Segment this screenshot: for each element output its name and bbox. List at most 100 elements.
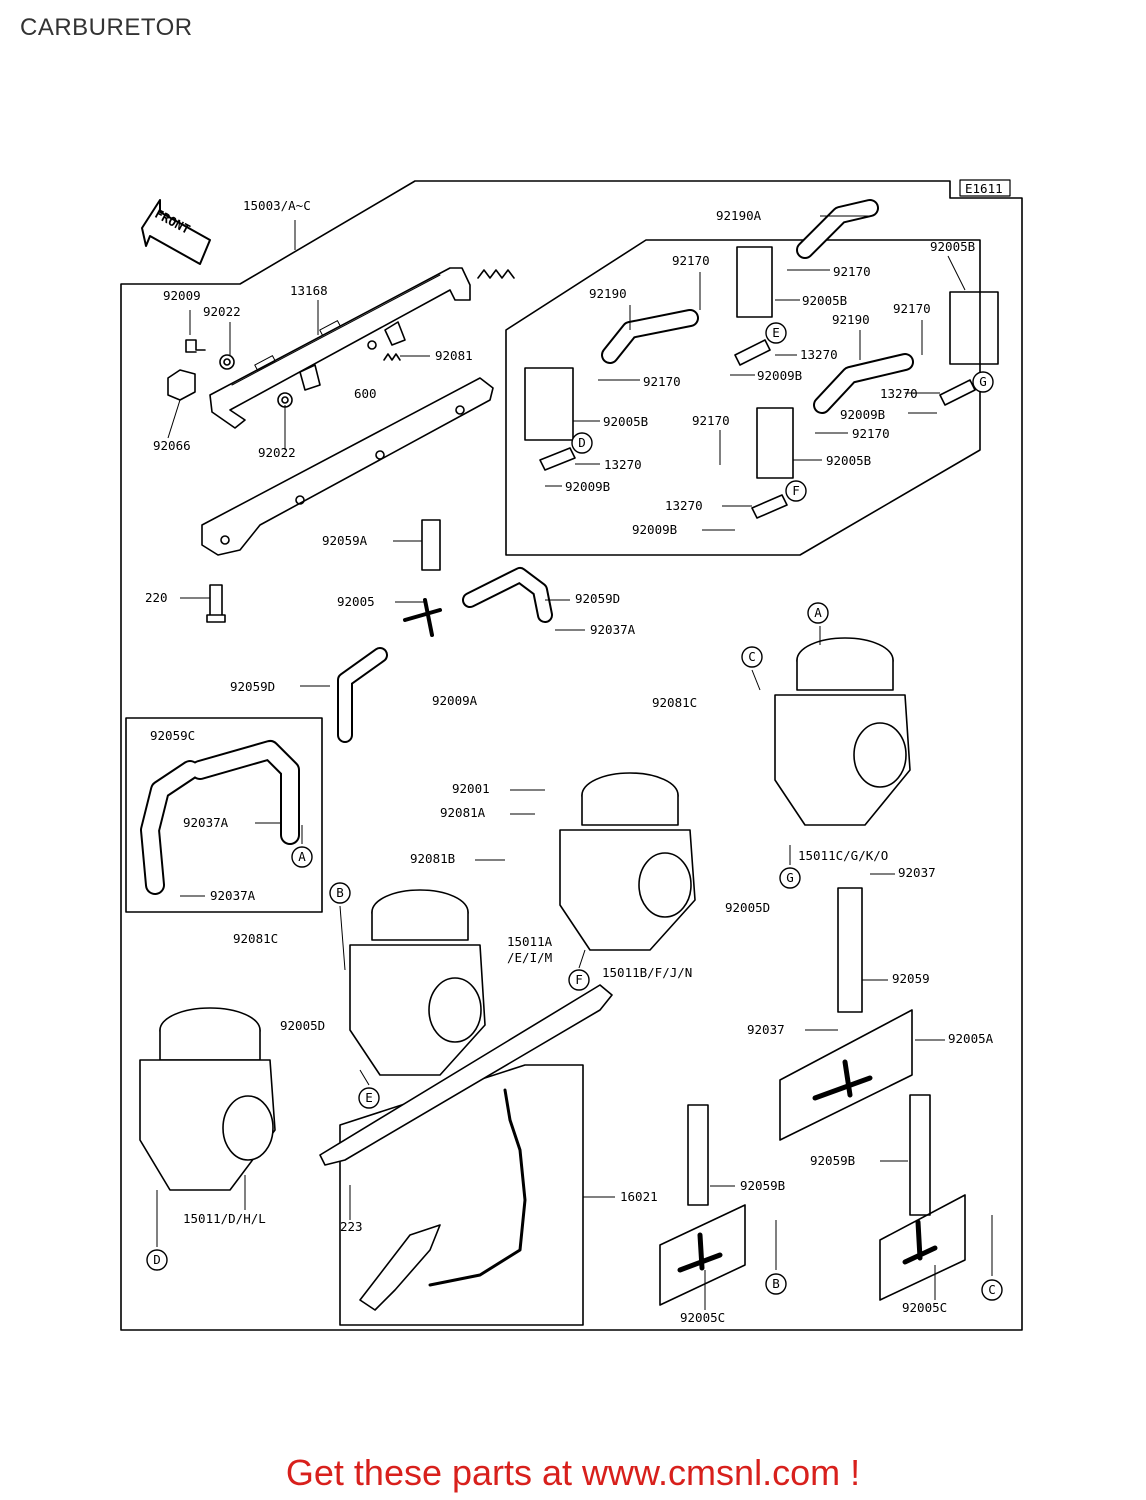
callout-label: 13270	[880, 386, 918, 401]
callout-label: 92009B	[632, 522, 677, 537]
callout-label: 92081C	[233, 931, 278, 946]
marker-letter: F	[792, 483, 800, 498]
t-piece-92005	[403, 598, 442, 637]
carb-15011c	[774, 637, 911, 826]
callout-label: 92081B	[410, 851, 455, 866]
callout-label: 92022	[258, 445, 296, 460]
marker-circle	[146, 1249, 168, 1271]
box-92005b-3	[949, 291, 999, 365]
hose-92059a	[421, 519, 441, 571]
callout-label: /E/I/M	[507, 950, 552, 965]
callout-label: 13270	[604, 457, 642, 472]
box-92005b-4	[756, 407, 794, 479]
callout-label: 92059D	[575, 591, 620, 606]
page-title: CARBURETOR	[20, 14, 193, 41]
callout-label: 92009B	[757, 368, 802, 383]
pipe-92059b-right	[909, 1094, 931, 1216]
marker-letter: G	[786, 870, 794, 885]
callout-label: 92081	[435, 348, 473, 363]
callout-label: 92005	[337, 594, 375, 609]
t-piece-92005c-right	[902, 1219, 938, 1265]
reference-marker: G	[779, 867, 801, 889]
reference-marker: A	[291, 846, 313, 868]
marker-letter: D	[153, 1252, 161, 1267]
vent-subpanel	[505, 239, 981, 556]
ball-600	[367, 340, 377, 350]
marker-letter: A	[814, 605, 822, 620]
callout-label: 92081A	[440, 805, 486, 820]
callout-label: 92005B	[802, 293, 847, 308]
marker-circle	[571, 432, 593, 454]
spring-top	[477, 269, 515, 279]
callout-label: 92190	[832, 312, 870, 327]
callout-label: 92059B	[740, 1178, 785, 1193]
callout-label: 92059B	[810, 1153, 855, 1168]
callout-label: 15011A	[507, 934, 553, 949]
cable-bracket	[359, 1224, 441, 1311]
callout-label: 92037	[747, 1022, 785, 1037]
marker-letter: B	[772, 1276, 780, 1291]
callout-label: 92037	[898, 865, 936, 880]
callout-label: 223	[340, 1219, 363, 1234]
plate-13270-4	[751, 494, 788, 519]
marker-circle	[779, 867, 801, 889]
lower-rail	[201, 377, 494, 556]
callout-label: 92005A	[948, 1031, 994, 1046]
callout-label: 92170	[852, 426, 890, 441]
callout-label: 92005C	[902, 1300, 947, 1315]
marker-letter: C	[748, 649, 756, 664]
box-92005c-left	[659, 1204, 746, 1306]
callout-label: 92190A	[716, 208, 762, 223]
callout-label: 15011C/G/K/O	[798, 848, 888, 863]
reference-marker: B	[765, 1273, 787, 1295]
callout-label: 92170	[643, 374, 681, 389]
reference-marker: F	[568, 969, 590, 991]
hose-92059	[837, 887, 863, 1013]
callout-label: 92059	[892, 971, 930, 986]
marker-circle	[765, 1273, 787, 1295]
box-92005b-2	[736, 246, 773, 318]
callout-label: 15011B/F/J/N	[602, 965, 692, 980]
marker-circle	[568, 969, 590, 991]
marker-circle	[291, 846, 313, 868]
callout-label: 92009	[163, 288, 201, 303]
box-92005a	[779, 1009, 913, 1141]
callout-label: 92001	[452, 781, 490, 796]
callout-label: 92059A	[322, 533, 368, 548]
reference-marker: C	[741, 646, 763, 668]
code-box	[959, 179, 1011, 197]
reference-marker: A	[807, 602, 829, 624]
carburetor-exploded-diagram: 15003/A~C1316892009920229208160092066920…	[120, 179, 1023, 1331]
callout-label: 92005B	[603, 414, 648, 429]
callout-label: 92005C	[680, 1310, 725, 1325]
callout-label: 13270	[800, 347, 838, 362]
washer-92022a	[219, 354, 235, 370]
bolt-220	[209, 584, 223, 619]
callout-label: 600	[354, 386, 377, 401]
callout-label: 92009B	[840, 407, 885, 422]
callout-label: 92170	[833, 264, 871, 279]
box-92005c-right	[879, 1194, 966, 1301]
footer-link-text[interactable]: Get these parts at www.cmsnl.com !	[285, 1452, 861, 1493]
callout-label: 220	[145, 590, 168, 605]
box-92005b-1	[524, 367, 574, 441]
washer-92022b	[277, 392, 293, 408]
callout-label: 92170	[692, 413, 730, 428]
marker-letter: G	[979, 374, 987, 389]
reference-marker: E	[358, 1087, 380, 1109]
carb-15011a	[349, 889, 486, 1076]
bracket-13168	[209, 267, 471, 429]
linkage-bar	[319, 984, 613, 1166]
callout-label: 13168	[290, 283, 328, 298]
callout-label: 92170	[893, 301, 931, 316]
pipe-92059b-left	[687, 1104, 709, 1206]
reference-marker: B	[329, 882, 351, 904]
marker-letter: C	[988, 1282, 996, 1297]
marker-letter: D	[578, 435, 586, 450]
marker-letter: B	[336, 885, 344, 900]
front-arrow	[141, 199, 211, 265]
plate-13270-2	[939, 379, 976, 406]
callout-label: 15003/A~C	[243, 198, 311, 213]
